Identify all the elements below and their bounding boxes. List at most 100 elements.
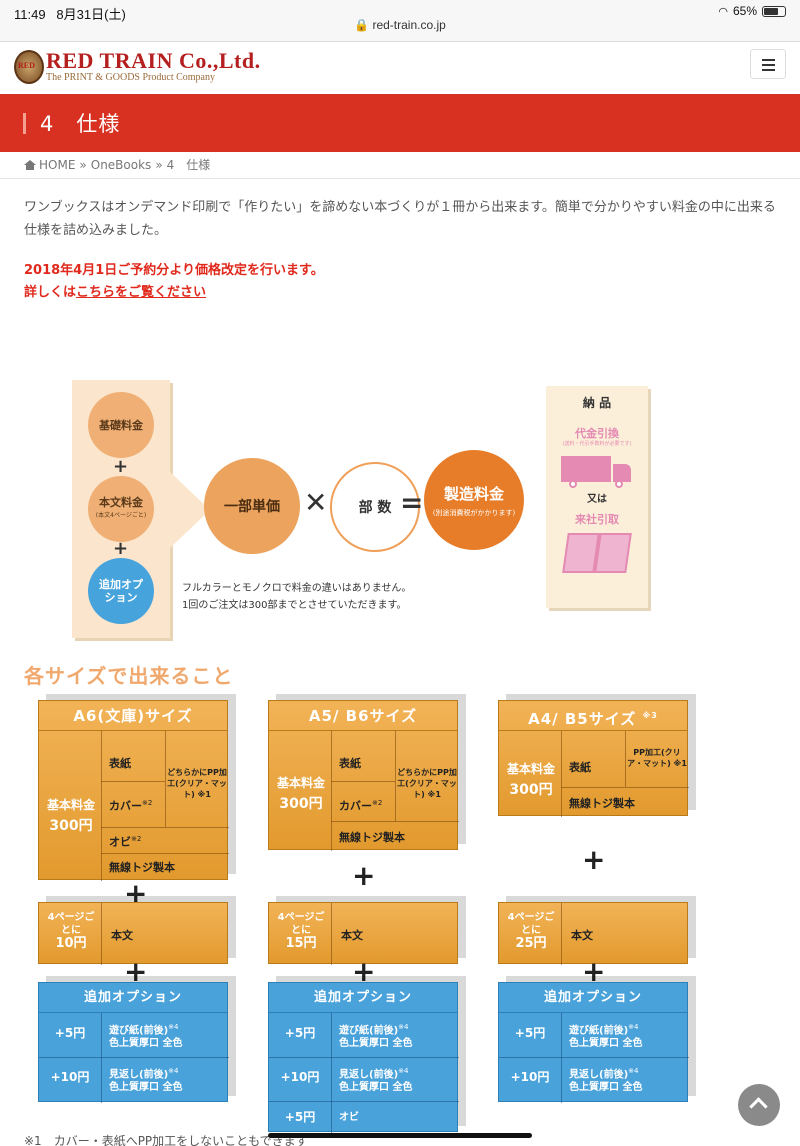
lock-icon: 🔒 <box>354 18 370 32</box>
plus-sign: + <box>582 955 606 988</box>
home-indicator <box>268 1133 532 1138</box>
body-label: 本文 <box>111 929 133 942</box>
wifi-icon: ◠ <box>718 5 728 18</box>
plus-sign: + <box>113 456 129 477</box>
price-notice: 2018年4月1日ご予約分より価格改定を行います。 詳しくはこちらをご覧ください <box>24 260 324 304</box>
breadcrumb: HOME » OneBooks » 4 仕様 <box>24 156 210 173</box>
pricing-diagram: 基礎料金 + 本文料金(本文4ページごと) + 追加オプション 一部単価 ✕ 部… <box>24 318 774 658</box>
jacket-label: カバー※2 <box>339 799 383 813</box>
pp-coating-label: どちらかにPP加工(クリア・マット) ※1 <box>397 768 457 799</box>
option-price: +5円 <box>54 1026 86 1040</box>
breadcrumb-onebooks[interactable]: OneBooks <box>90 157 152 172</box>
option-title: 追加オプション <box>39 983 227 1013</box>
total-cost-circle: 製造料金(別途消費税がかかります) <box>424 450 524 550</box>
scroll-to-top-button[interactable] <box>738 1084 780 1126</box>
binding-label: 無線トジ製本 <box>339 831 405 844</box>
option-title: 追加オプション <box>499 983 687 1013</box>
section-title: 各サイズで出来ること <box>24 664 234 688</box>
band-label: オビ※2 <box>109 835 142 849</box>
divider <box>0 178 800 179</box>
cover-label: 表紙 <box>109 757 131 770</box>
option-price: +5円 <box>284 1110 316 1124</box>
page-title: 4 仕様 <box>40 112 121 136</box>
truck-icon <box>561 456 633 488</box>
option-item: オビ <box>339 1112 359 1123</box>
notice-link[interactable]: こちらをご覧ください <box>76 285 207 300</box>
breadcrumb-home[interactable]: HOME <box>39 157 76 172</box>
diagram-note: フルカラーとモノクロで料金の違いはありません。 1回のご注文は300部までとさせ… <box>182 583 412 611</box>
address-bar[interactable]: 🔒 red-train.co.jp <box>0 18 800 32</box>
option-price: +5円 <box>514 1026 546 1040</box>
breadcrumb-separator: » <box>155 157 163 172</box>
size-title: A4/ B5サイズ ※3 <box>499 701 687 731</box>
jacket-label: カバー※2 <box>109 799 153 813</box>
size-title: A6(文庫)サイズ <box>39 701 227 731</box>
breadcrumb-separator: » <box>79 157 87 172</box>
option-circle: 追加オプション <box>88 558 154 624</box>
arrow-shape <box>170 472 210 548</box>
pp-coating-label: PP加工(クリア・マット) ※1 <box>627 748 687 768</box>
battery-percent: 65% <box>732 4 757 18</box>
option-price: +5円 <box>284 1026 316 1040</box>
site-header: RED TRAIN Co.,Ltd. The PRINT & GOODS Pro… <box>0 42 800 94</box>
delivery-panel: 納 品 代金引換 (送料・代引手数料が必要です) 又は 来社引取 <box>546 386 648 608</box>
battery-status: ◠ 65% <box>718 4 786 18</box>
plus-sign: + <box>124 955 148 988</box>
logo-tagline: The PRINT & GOODS Product Company <box>46 72 215 83</box>
pickup-label: 来社引取 <box>575 513 619 526</box>
logo-icon[interactable] <box>14 50 44 84</box>
breadcrumb-current: 4 仕様 <box>166 158 211 172</box>
option-title: 追加オプション <box>269 983 457 1013</box>
cod-note: (送料・代引手数料が必要です) <box>562 441 632 447</box>
footnote: ※1 カバー・表紙へPP加工をしないこともできます <box>24 1134 308 1146</box>
cover-label: 表紙 <box>569 761 591 774</box>
option-price: +10円 <box>280 1070 320 1084</box>
delivery-title: 納 品 <box>582 396 612 410</box>
plus-sign: + <box>352 859 376 892</box>
unit-price-circle: 一部単価 <box>204 458 300 554</box>
pp-coating-label: どちらかにPP加工(クリア・マット) ※1 <box>167 768 227 799</box>
quantity-circle: 部 数 <box>330 462 420 552</box>
equals-sign: = <box>400 486 424 519</box>
battery-icon <box>762 5 786 17</box>
option-price: +10円 <box>50 1070 90 1084</box>
body-label: 本文 <box>571 929 593 942</box>
address-url: red-train.co.jp <box>372 18 446 32</box>
binding-label: 無線トジ製本 <box>569 797 635 810</box>
cod-label: 代金引換 <box>575 427 619 440</box>
plus-sign: + <box>582 843 606 876</box>
page-title-band: 4 仕様 <box>0 94 800 152</box>
size-title: A5/ B6サイズ <box>269 701 457 731</box>
plus-sign: + <box>124 877 148 910</box>
cover-label: 表紙 <box>339 757 361 770</box>
parcel-icon <box>562 533 632 573</box>
body-label: 本文 <box>341 929 363 942</box>
logo-name[interactable]: RED TRAIN Co.,Ltd. <box>46 48 261 73</box>
menu-button[interactable] <box>750 49 786 79</box>
plus-sign: + <box>113 538 129 559</box>
or-label: 又は <box>587 494 607 505</box>
home-icon <box>24 159 36 170</box>
notice-prefix: 詳しくは <box>24 285 77 300</box>
intro-text: ワンブックスはオンデマンド印刷で「作りたい」を諦めない本づくりが１冊から出来ます… <box>24 200 776 238</box>
